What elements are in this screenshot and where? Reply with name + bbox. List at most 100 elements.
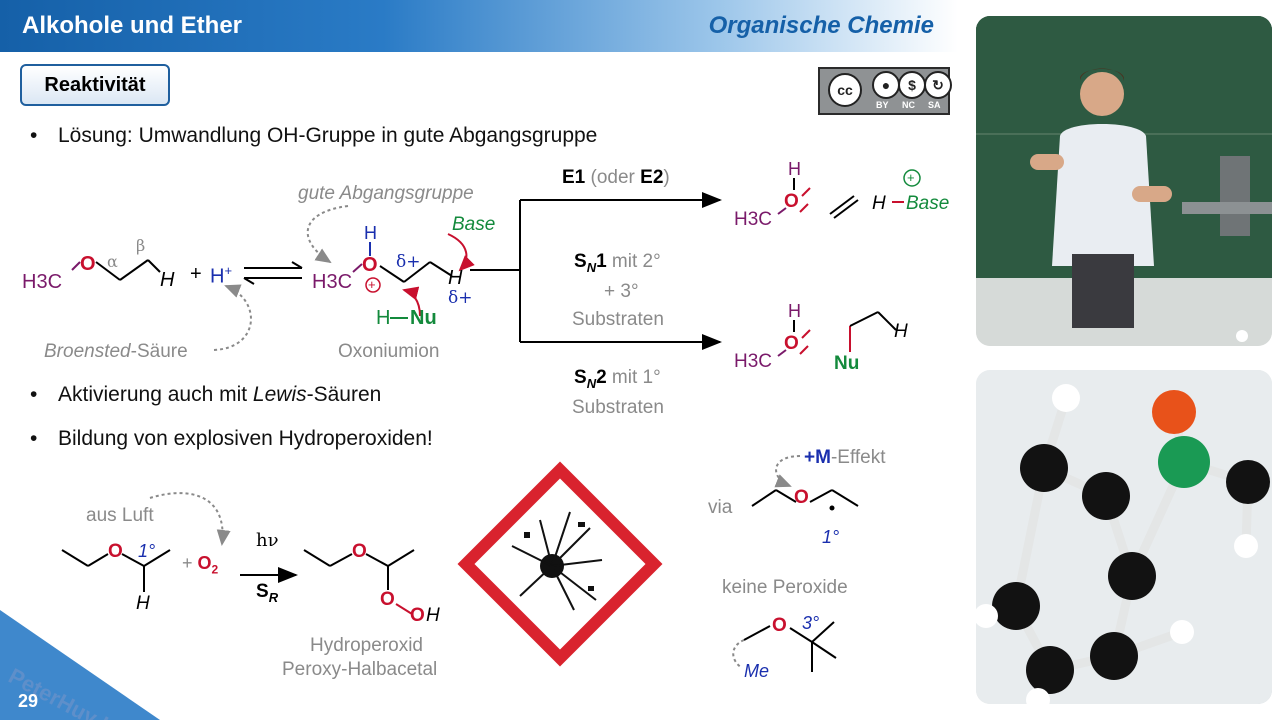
via-radical-structure (751, 489, 859, 507)
bullet-dot: • (30, 383, 38, 406)
oxonium-plus-circle (365, 277, 381, 293)
lecturer-video-frame (976, 16, 1272, 346)
nucleophile-h-label: H (376, 307, 391, 329)
bullet-text: Lösung: Umwandlung OH-Gruppe in gute Abg… (58, 124, 598, 147)
via-primary-label: 1° (822, 527, 840, 547)
alcohol1-oxygen-label: O (784, 191, 799, 212)
cc-nc-label: NC (902, 100, 915, 110)
delta-plus-2-label: δ+ (448, 288, 473, 308)
sn1-substrate-label: Substraten (572, 309, 664, 330)
bullet-text-italic: Lewis (252, 383, 307, 406)
hydroperoxide-structure (303, 549, 415, 615)
product-ether-oxygen-label: O (352, 541, 367, 562)
mtbe-oxygen-label: O (772, 615, 787, 636)
delta-plus-1-label: δ+ (396, 252, 421, 272)
base-plus-circle (903, 169, 921, 187)
cc-sa-label: SA (928, 100, 941, 110)
section-label: Reaktivität (20, 64, 170, 106)
curved-arrow-bronsted (213, 284, 252, 351)
bullet-peroxides: • Bildung von explosiven Hydroperoxiden! (30, 427, 433, 451)
curved-arrow-me (732, 639, 745, 669)
oxonium-h3c-label: H3C (312, 271, 353, 293)
base-label: Base (452, 214, 496, 235)
alcohol2-h-label: H (788, 301, 801, 321)
sn2-label: SN2 mit 1° (574, 367, 661, 391)
course-subject: Organische Chemie (708, 12, 934, 39)
via-oxygen-label: O (794, 487, 809, 508)
bullet-lewis: •Aktivierung auch mit Lewis-Säuren (30, 383, 381, 407)
page-corner-decoration (0, 610, 160, 720)
beta-label: β (136, 236, 146, 255)
via-label: via (708, 497, 733, 518)
explosive-hazard-icon (457, 461, 663, 667)
cc-icon: cc (828, 73, 862, 107)
m-effect-label: +M-Effekt (804, 447, 886, 468)
molecule-model-frame (976, 370, 1272, 704)
alcohol-product-2 (777, 311, 897, 357)
hbase-base-label: Base (906, 193, 950, 214)
oxonium-h-label: H (364, 223, 377, 243)
ether-oxygen-label: O (80, 253, 96, 275)
bullet-solution: • Lösung: Umwandlung OH-Gruppe in gute Ab… (30, 124, 597, 148)
cc-by-label: BY (876, 100, 889, 110)
diethylether-structure (61, 549, 171, 592)
bullet-text-post: -Säuren (306, 383, 382, 406)
substitution-h-label: H (894, 321, 908, 342)
plus-oxygen-label: + O2 (182, 553, 219, 577)
ether-structure (71, 259, 161, 281)
ether-oxygen-label-2: O (108, 541, 123, 562)
hbase-h-label: H (872, 193, 886, 214)
sn1-label: SN1 mit 2° (574, 251, 661, 275)
peroxide-h-label: H (426, 605, 440, 626)
hbase-plus-label: + (907, 170, 915, 185)
cc-license-badge: cc ● $ ↻ BY NC SA (818, 67, 952, 115)
curved-arrow-m-effect (774, 455, 801, 488)
hydroperoxid-label: Hydroperoxid (310, 635, 423, 656)
bullet-dot: • (30, 124, 38, 147)
methyl-label: Me (744, 661, 770, 681)
mtbe-structure (743, 621, 837, 672)
peroxide-oxygen-1-label: O (380, 589, 395, 610)
oxonium-beta-h-label: H (448, 267, 463, 289)
ether-h-label-2: H (136, 593, 150, 614)
equilibrium-arrows (243, 261, 303, 285)
slide-header: Alkohole und Ether Organische Chemie (0, 0, 958, 52)
ether-h-label: H (160, 269, 175, 291)
aus-luft-label: aus Luft (86, 505, 154, 526)
bronsted-acid-label: Broensted-Säure (44, 341, 188, 362)
ether-h3c-label: H3C (22, 271, 63, 293)
peroxide-oxygen-2-label: O (410, 605, 425, 626)
substitution-nu-label: Nu (834, 353, 860, 374)
reaction-scheme-drawing (61, 169, 921, 672)
bullet-text: Bildung von explosiven Hydroperoxiden! (58, 427, 433, 450)
primary-carbon-label: 1° (138, 541, 156, 561)
sn2-substrate-label: Substraten (572, 397, 664, 418)
slide: Alkohole und Ether Organische Chemie Rea… (0, 0, 958, 720)
alcohol1-h-label: H (788, 159, 801, 179)
plus-label: + (190, 263, 202, 285)
curved-arrow-nucleophile (402, 286, 421, 317)
share-alike-icon: ↻ (924, 71, 952, 99)
curved-arrow-leaving-group (306, 205, 349, 264)
molecule-model-video[interactable] (976, 370, 1272, 704)
curved-arrow-base (447, 233, 475, 272)
alcohol2-oxygen-label: O (784, 333, 799, 354)
proton-label: H+ (210, 263, 233, 288)
alcohol2-h3c-label: H3C (734, 351, 773, 372)
oxonium-oxygen-label: O (362, 254, 378, 276)
oxonium-structure (352, 242, 453, 319)
sn1-plus-label: + 3° (604, 281, 639, 302)
page-number: 29 (18, 691, 39, 711)
leaving-group-label: gute Abgangsgruppe (298, 183, 474, 204)
alcohol-product-1 (777, 178, 904, 219)
radical-dot (829, 505, 835, 511)
branch-arrows (470, 192, 722, 350)
alpha-label: α (107, 252, 118, 271)
bullet-dot: • (30, 427, 38, 450)
e1-e2-label: E1 (oder E2) (562, 167, 670, 188)
oxonium-plus-label: + (368, 277, 376, 292)
slide-title: Alkohole und Ether (22, 12, 243, 39)
keine-peroxide-label: keine Peroxide (722, 577, 848, 598)
lecturer-video[interactable] (976, 16, 1272, 346)
tertiary-carbon-label: 3° (802, 613, 820, 633)
